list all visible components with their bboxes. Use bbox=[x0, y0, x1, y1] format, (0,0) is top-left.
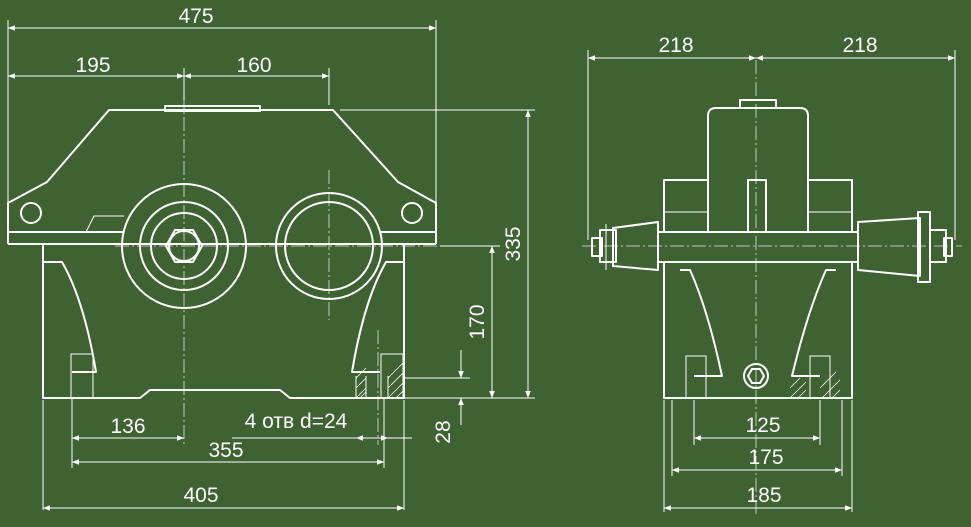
front-rib-right bbox=[351, 261, 404, 373]
side-foot-boss-left bbox=[685, 355, 707, 399]
side-foot-boss-right bbox=[809, 355, 831, 399]
dim-hole-offset: 136 bbox=[110, 415, 145, 438]
side-rib-left bbox=[680, 269, 723, 377]
side-hole-hatch bbox=[789, 371, 841, 399]
dim-shaft-height: 170 bbox=[466, 304, 489, 339]
foot-boss-left bbox=[70, 353, 94, 399]
front-flange bbox=[8, 231, 436, 245]
drain-plug-hex bbox=[747, 368, 765, 384]
side-right-shaft bbox=[857, 217, 921, 277]
side-upper-body bbox=[663, 179, 853, 232]
side-dimensions: 218 218 125 175 185 bbox=[587, 34, 956, 512]
front-dimensions: 475 195 160 335 170 28 4 отв d=24 136 35… bbox=[7, 5, 535, 511]
side-lower-housing bbox=[663, 262, 853, 399]
side-right-shaft-end bbox=[943, 237, 953, 257]
inspection-lid bbox=[164, 105, 261, 112]
dim-shaft-right: 218 bbox=[842, 34, 877, 57]
dim-hole-spacing: 355 bbox=[208, 439, 243, 462]
lifting-eye-right bbox=[401, 202, 423, 224]
dim-left-offset: 195 bbox=[75, 54, 110, 77]
side-shaft-band bbox=[657, 231, 859, 263]
front-step-left bbox=[85, 215, 124, 233]
dim-shaft-left: 218 bbox=[658, 34, 693, 57]
side-left-shaft-end bbox=[591, 237, 603, 257]
dim-height: 335 bbox=[502, 226, 525, 261]
side-rib bbox=[747, 179, 767, 233]
lifting-eye-left bbox=[20, 202, 42, 224]
foot-boss-right bbox=[380, 353, 404, 399]
front-view bbox=[7, 95, 495, 445]
dim-foot-thickness: 28 bbox=[432, 420, 455, 443]
dim-base-width: 185 bbox=[746, 484, 781, 507]
dim-foot-width: 175 bbox=[748, 446, 783, 469]
side-flange-right bbox=[807, 211, 853, 233]
front-rib-left bbox=[43, 261, 97, 373]
holes-note: 4 отв d=24 bbox=[245, 410, 348, 433]
side-left-shaft bbox=[612, 221, 659, 271]
side-breather bbox=[739, 99, 777, 109]
dim-base-length: 405 bbox=[183, 484, 218, 507]
side-rib-right bbox=[791, 269, 836, 377]
side-flange-left bbox=[663, 211, 709, 233]
dim-side-hole-spacing: 125 bbox=[745, 414, 780, 437]
side-top-box bbox=[707, 107, 809, 232]
dim-center-distance: 160 bbox=[236, 54, 271, 77]
dim-overall-width: 475 bbox=[178, 5, 213, 28]
hole-section-hatch bbox=[355, 361, 405, 399]
side-view bbox=[582, 60, 962, 515]
